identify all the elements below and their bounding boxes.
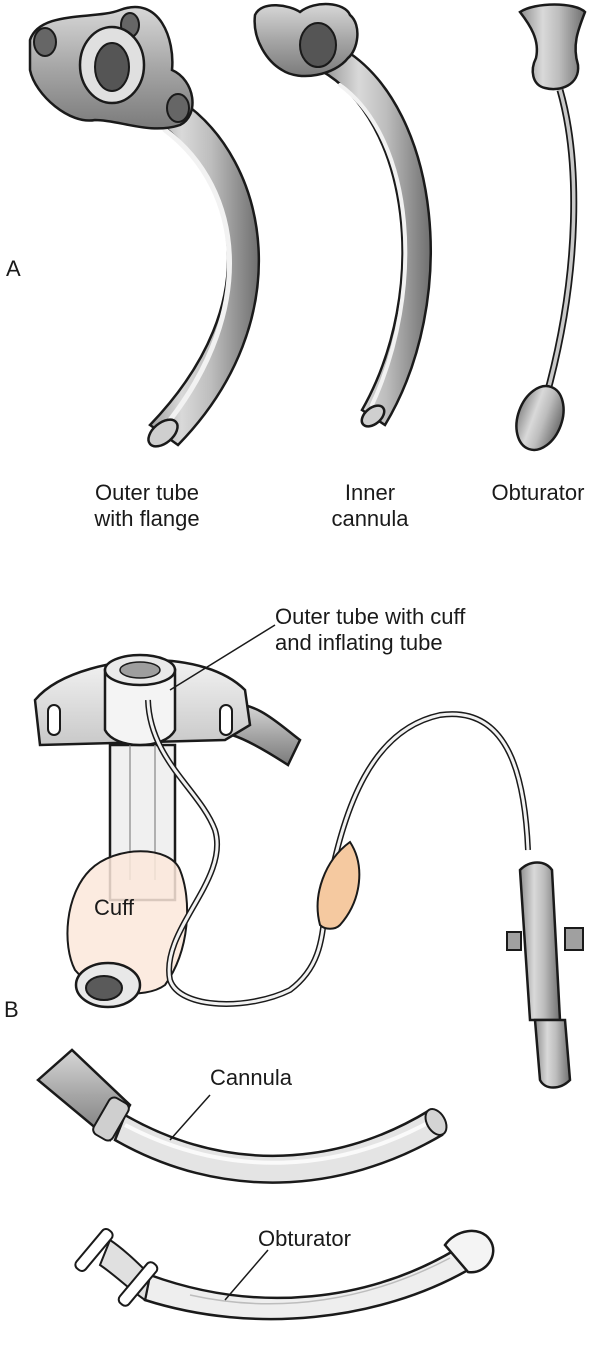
- cannula-b-tip: [424, 1108, 448, 1136]
- cuff-balloon: [66, 850, 189, 995]
- valve-knob-left: [506, 931, 522, 951]
- cannula-b-body: [113, 1108, 444, 1184]
- label-obturator-a: Obturator: [491, 480, 585, 505]
- obturator-a-shaft-fill: [546, 89, 576, 391]
- label-inner-cannula-line-1: Inner: [344, 480, 396, 505]
- cannula-b-drawing: [36, 1048, 448, 1184]
- outer-tube-highlight: [162, 127, 232, 423]
- panel-label-b: B: [4, 997, 19, 1022]
- obturator-b-ring-1: [74, 1228, 114, 1272]
- valve-knob-right: [564, 927, 584, 951]
- obturator-a-handle: [518, 3, 587, 91]
- flange-hole-left: [33, 27, 57, 57]
- inflation-valve: [518, 861, 562, 1022]
- inner-cannula-tip: [360, 404, 386, 428]
- outer-tube-body: [136, 98, 261, 447]
- cannula-b-highlight: [124, 1118, 434, 1165]
- flange-slot-left: [47, 704, 61, 736]
- obturator-b-drawing: [74, 1228, 495, 1321]
- outer-tube-with-flange-drawing: [28, 6, 261, 448]
- label-inner-cannula: Inner cannula: [315, 480, 425, 532]
- flange-slot-right: [219, 704, 233, 736]
- label-outer-tube-line-1: Outer tube: [95, 480, 199, 505]
- label-outer-tube-line-2: with flange: [94, 506, 200, 531]
- inner-cannula-highlight: [338, 83, 408, 407]
- obturator-a-tip: [515, 384, 565, 452]
- flange-hole-right: [166, 93, 190, 123]
- label-outer-tube-cuff-line-2: and inflating tube: [275, 630, 443, 655]
- valve-end: [533, 1018, 572, 1089]
- obturator-b-ring-2: [117, 1261, 159, 1307]
- inflating-tube-fill: [146, 699, 530, 1006]
- tube-end-inner: [85, 975, 123, 1001]
- label-cannula: Cannula: [210, 1065, 292, 1090]
- tube-hub: [103, 668, 177, 747]
- leader-cannula: [169, 1094, 211, 1141]
- leader-outer-tube-cuff: [169, 624, 276, 691]
- label-inner-cannula-line-2: cannula: [331, 506, 409, 531]
- inner-cannula-drawing: [253, 2, 432, 428]
- label-cuff: Cuff: [94, 895, 134, 920]
- obturator-a-drawing: [515, 3, 587, 452]
- tube-hub-hole: [119, 661, 161, 679]
- outer-tube-tip: [147, 418, 179, 448]
- inner-cannula-body: [317, 48, 432, 427]
- panel-label-a: A: [6, 256, 21, 281]
- pilot-balloon: [316, 840, 361, 930]
- obturator-b-highlight: [189, 1257, 451, 1305]
- inner-cannula-opening: [299, 22, 337, 68]
- cuffed-tube-drawing: [33, 624, 584, 1089]
- label-outer-tube-with-flange: Outer tube with flange: [62, 480, 232, 532]
- label-outer-tube-with-cuff: Outer tube with cuff and inflating tube: [275, 604, 465, 656]
- outer-tube-opening-inner: [94, 42, 130, 92]
- leader-obturator-b: [224, 1249, 269, 1301]
- label-outer-tube-cuff-line-1: Outer tube with cuff: [275, 604, 466, 629]
- obturator-b-tip: [443, 1229, 495, 1274]
- cannula-b-collar: [92, 1096, 130, 1142]
- obturator-b-body: [143, 1248, 470, 1321]
- label-obturator-b: Obturator: [258, 1226, 351, 1251]
